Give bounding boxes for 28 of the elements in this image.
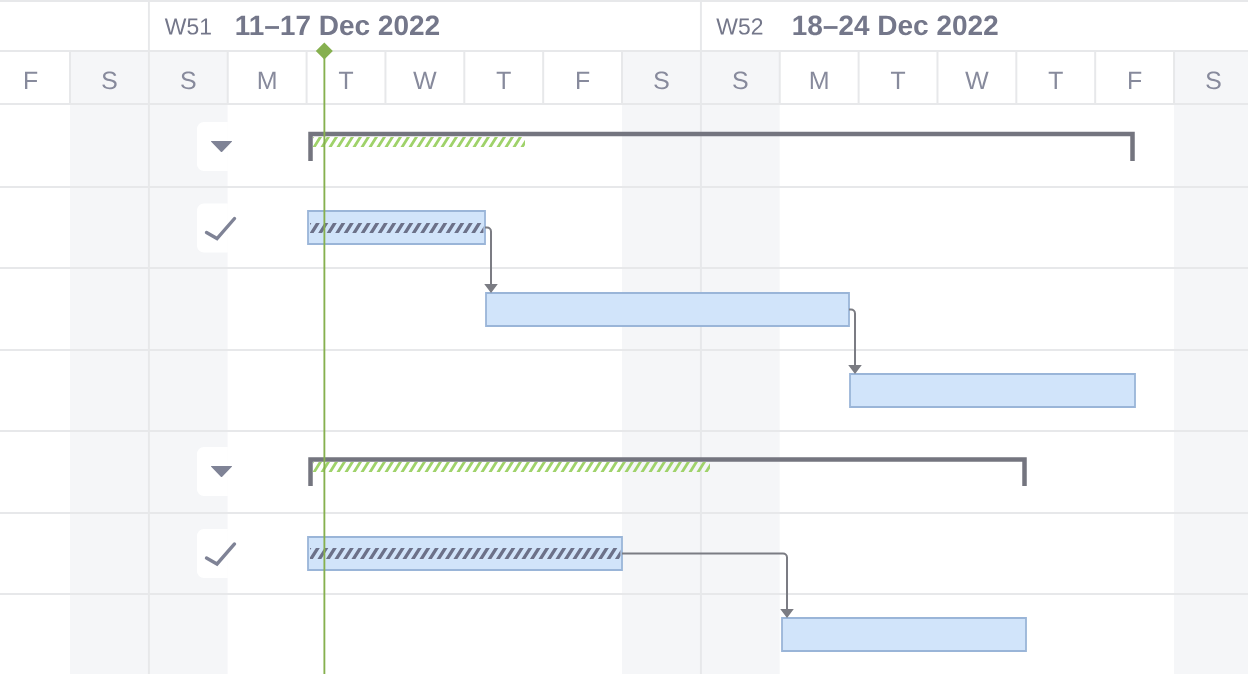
day-label: S [733,71,748,90]
summary-bracket [308,131,1135,161]
date-range: 11–17 Dec 2022 [236,15,440,36]
task-bar [849,373,1136,408]
day-label: S [654,71,669,90]
day-label: W [965,71,989,89]
date-range: 18–24 Dec 2022 [793,15,998,36]
task-bar [781,617,1027,652]
day-label: T [1048,71,1063,89]
day-label: M [258,71,276,89]
arrow [484,226,498,293]
day-label: F [25,71,38,89]
day-label: S [181,71,196,90]
day-label: F [577,71,590,89]
summary-bracket [308,457,1027,486]
task-bar [485,292,850,327]
day-label: W [413,71,437,89]
day-label: M [810,71,828,89]
day-label: S [102,71,117,90]
week-number: W52 [716,18,763,35]
day-label: T [890,71,906,89]
arrow [621,552,794,618]
day-label: T [496,71,511,89]
arrow [848,308,862,374]
day-label: S [1206,71,1221,90]
day-label: T [338,71,354,89]
week-number: W51 [164,18,211,35]
day-label: F [1129,71,1142,89]
